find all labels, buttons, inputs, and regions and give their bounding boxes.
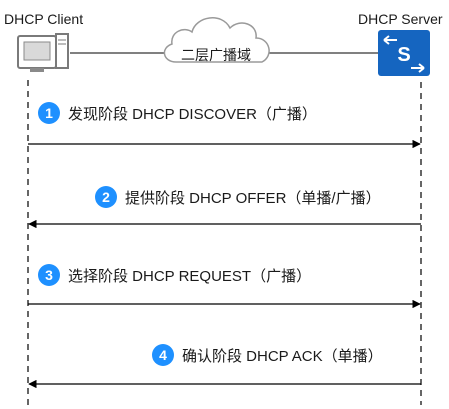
svg-text:S: S (397, 44, 410, 66)
step-number-badge: 3 (38, 264, 60, 286)
step-label: 提供阶段 DHCP OFFER（单播/广播） (125, 189, 381, 207)
step-ack: 4 确认阶段 DHCP ACK（单播） (152, 344, 383, 366)
server-label: DHCP Server (358, 11, 443, 27)
step-discover: 1 发现阶段 DHCP DISCOVER（广播） (38, 102, 317, 124)
cloud-icon (163, 17, 270, 63)
client-label: DHCP Client (4, 11, 84, 27)
switch-icon: S (378, 30, 430, 76)
step-number-badge: 4 (152, 344, 174, 366)
step-label: 选择阶段 DHCP REQUEST（广播） (68, 267, 312, 285)
step-number-badge: 2 (95, 186, 117, 208)
step-offer: 2 提供阶段 DHCP OFFER（单播/广播） (95, 186, 381, 208)
step-label: 发现阶段 DHCP DISCOVER（广播） (68, 105, 317, 123)
network-label: 二层广播域 (181, 47, 251, 63)
step-number-badge: 1 (38, 102, 60, 124)
step-request: 3 选择阶段 DHCP REQUEST（广播） (38, 264, 311, 286)
computer-icon (17, 33, 69, 72)
step-label: 确认阶段 DHCP ACK（单播） (182, 347, 383, 365)
